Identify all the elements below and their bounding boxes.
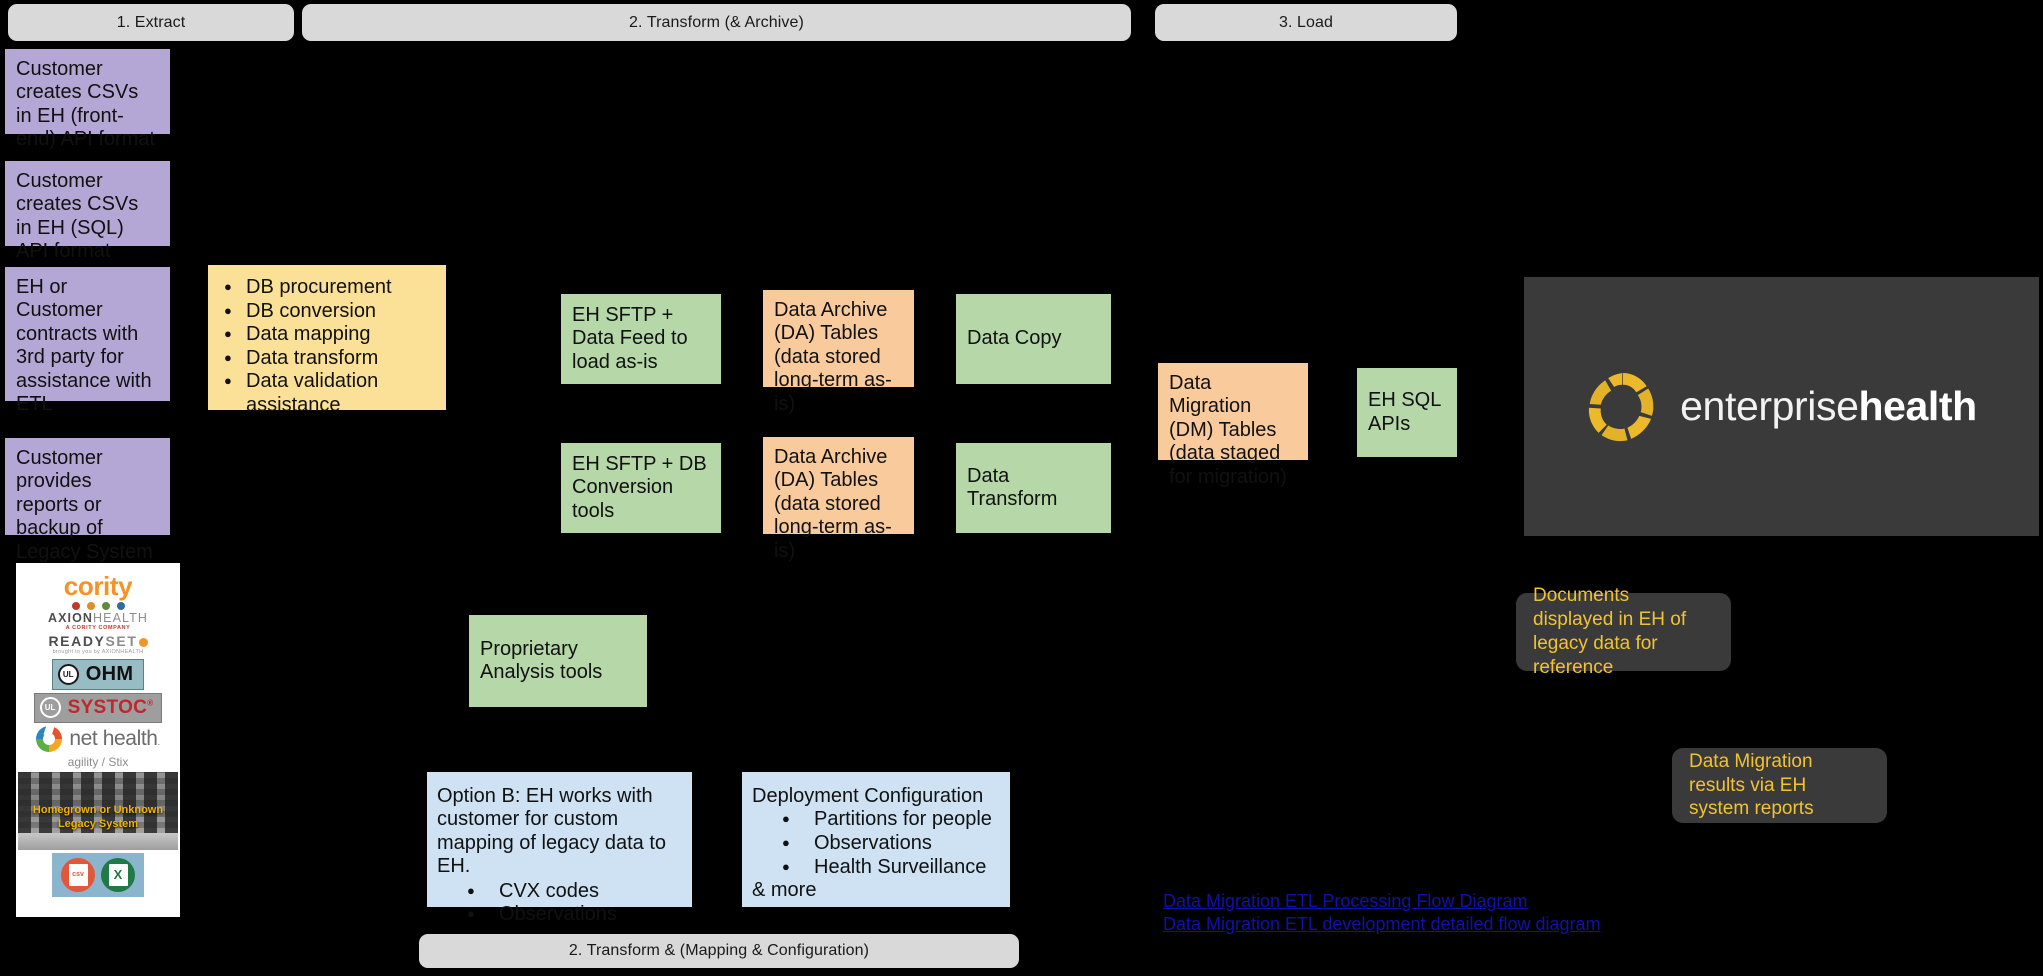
link-etl-processing-flow[interactable]: Data Migration ETL Processing Flow Diagr… [1163, 891, 1528, 911]
legacy-caption-line2: Legacy System [57, 818, 139, 830]
ul-systoc-logo: UL SYSTOC® [33, 692, 163, 723]
phase-tab-transform-mapping[interactable]: 2. Transform & (Mapping & Configuration) [419, 934, 1019, 968]
extract-box-legacy-backup: Customer provides reports or backup of L… [5, 438, 170, 563]
mapping-box-option-b: Option B: EH works with customer for cus… [427, 772, 692, 925]
readyset-light: SET [105, 633, 138, 649]
sun-ring-icon [1589, 372, 1654, 441]
legacy-system-photo: Homegrown or Unknown Legacy System [18, 771, 178, 850]
extract-box-csv-frontend: Customer creates CSVs in EH (front-end) … [5, 49, 170, 150]
note-dm-results: Data Migration results via EH system rep… [1672, 748, 1887, 823]
axion-logo-bold: AXION [47, 611, 94, 625]
list-item: DB conversion [220, 300, 434, 324]
note-documents-displayed: Documents displayed in EH of legacy data… [1516, 585, 1731, 678]
option-b-heading: Option B: EH works with customer for cus… [437, 785, 667, 878]
phase-tab-extract[interactable]: 1. Extract [8, 4, 294, 41]
list-item: DB procurement [220, 276, 434, 300]
wordmark-enterprise: enterprise [1680, 383, 1859, 429]
transform-box-data-archive-top: Data Archive (DA) Tables (data stored lo… [763, 290, 914, 415]
list-item: Data mapping [220, 323, 434, 347]
load-box-eh-sql-apis: EH SQL APIs [1357, 368, 1457, 457]
load-box-dm-tables: Data Migration (DM) Tables (data staged … [1158, 363, 1308, 488]
readyset-logo: READYSET brought to you by AXIONHEALTH [48, 633, 148, 656]
phase-tab-label: 1. Extract [116, 13, 186, 31]
extract-box-csv-sql: Customer creates CSVs in EH (SQL) API fo… [5, 161, 170, 262]
list-item: CVX codes [437, 880, 682, 904]
third-party-services-list: DB procurement DB conversion Data mappin… [220, 276, 434, 418]
axion-logo-light: HEALTH [93, 611, 149, 625]
systoc-logo-text: SYSTOC [67, 696, 148, 718]
ohm-logo-text: OHM [85, 662, 134, 685]
excel-file-icon-label: X [108, 863, 128, 886]
deployment-list: Partitions for people Observations Healt… [752, 808, 1000, 879]
cority-logo-text: cority [63, 571, 133, 601]
list-item: Observations [752, 832, 1000, 856]
deployment-heading: Deployment Configuration [752, 785, 984, 807]
axion-tagline: A CORITY COMPANY [65, 624, 131, 631]
file-format-icons: csv X [52, 852, 144, 897]
transform-box-analysis-tools: Proprietary Analysis tools [469, 615, 647, 707]
phase-tab-label: 2. Transform & (Mapping & Configuration) [568, 942, 870, 959]
transform-box-sftp-db-conversion: EH SFTP + DB Conversion tools [561, 443, 721, 533]
transform-box-data-transform: Data Transform [956, 443, 1111, 533]
ul-ohm-logo: UL OHM [51, 658, 145, 690]
phase-tab-label: 2. Transform (& Archive) [629, 13, 804, 31]
phase-tab-label: 3. Load [1278, 13, 1334, 31]
readyset-dot-icon [138, 637, 148, 647]
option-b-list: CVX codes Observations [437, 880, 682, 927]
csv-file-icon-label: csv [68, 863, 88, 886]
csv-file-icon: csv [61, 857, 95, 892]
nethealth-period-icon: . [157, 736, 161, 747]
reference-links: Data Migration ETL Processing Flow Diagr… [1163, 890, 1633, 935]
phase-tab-transform[interactable]: 2. Transform (& Archive) [302, 4, 1131, 41]
list-item: Data validation assistance [220, 370, 434, 417]
third-party-services-box: DB procurement DB conversion Data mappin… [208, 265, 446, 416]
transform-box-data-copy: Data Copy [956, 294, 1111, 384]
enterprise-health-wordmark: enterprisehealth [1680, 383, 1977, 430]
list-item: Health Surveillance [752, 856, 1000, 880]
nethealth-logo: net health. agility / Stix [36, 725, 161, 769]
legacy-vendor-logo-stack: cority AXIONHEALTH A CORITY COMPANY READ… [16, 563, 180, 917]
readyset-tagline: brought to you by AXIONHEALTH [52, 649, 144, 655]
wordmark-health: health [1858, 383, 1977, 429]
excel-file-icon: X [101, 857, 135, 892]
deployment-footer: & more [752, 879, 817, 902]
list-item: Partitions for people [752, 808, 1000, 832]
link-etl-detailed-flow[interactable]: Data Migration ETL development detailed … [1163, 913, 1601, 934]
ul-mark-icon: UL [39, 697, 61, 718]
list-item: Data transform [220, 347, 434, 371]
systoc-registered-icon: ® [147, 698, 154, 708]
axion-dots-icon [48, 602, 148, 610]
nethealth-logo-text: net health [69, 726, 158, 750]
phase-tab-load[interactable]: 3. Load [1155, 4, 1457, 41]
extract-box-third-party: EH or Customer contracts with 3rd party … [5, 267, 170, 415]
nethealth-ring-icon [36, 725, 63, 752]
floor-graphic [18, 832, 178, 850]
list-item: Observations [437, 903, 682, 927]
nethealth-sublabel: agility / Stix [67, 754, 129, 769]
legacy-caption-line1: Homegrown or Unknown [32, 804, 164, 817]
cority-logo: cority [63, 571, 133, 601]
transform-box-sftp-data-feed: EH SFTP + Data Feed to load as-is [561, 294, 721, 384]
axionhealth-logo: AXIONHEALTH A CORITY COMPANY [48, 602, 148, 631]
enterprise-health-logo-panel: enterprisehealth [1524, 277, 2039, 536]
readyset-bold: READY [48, 633, 106, 649]
transform-box-data-archive-bottom: Data Archive (DA) Tables (data stored lo… [763, 437, 914, 562]
ul-mark-icon: UL [57, 663, 79, 685]
mapping-box-deployment-config: Deployment Configuration Partitions for … [742, 772, 1010, 907]
